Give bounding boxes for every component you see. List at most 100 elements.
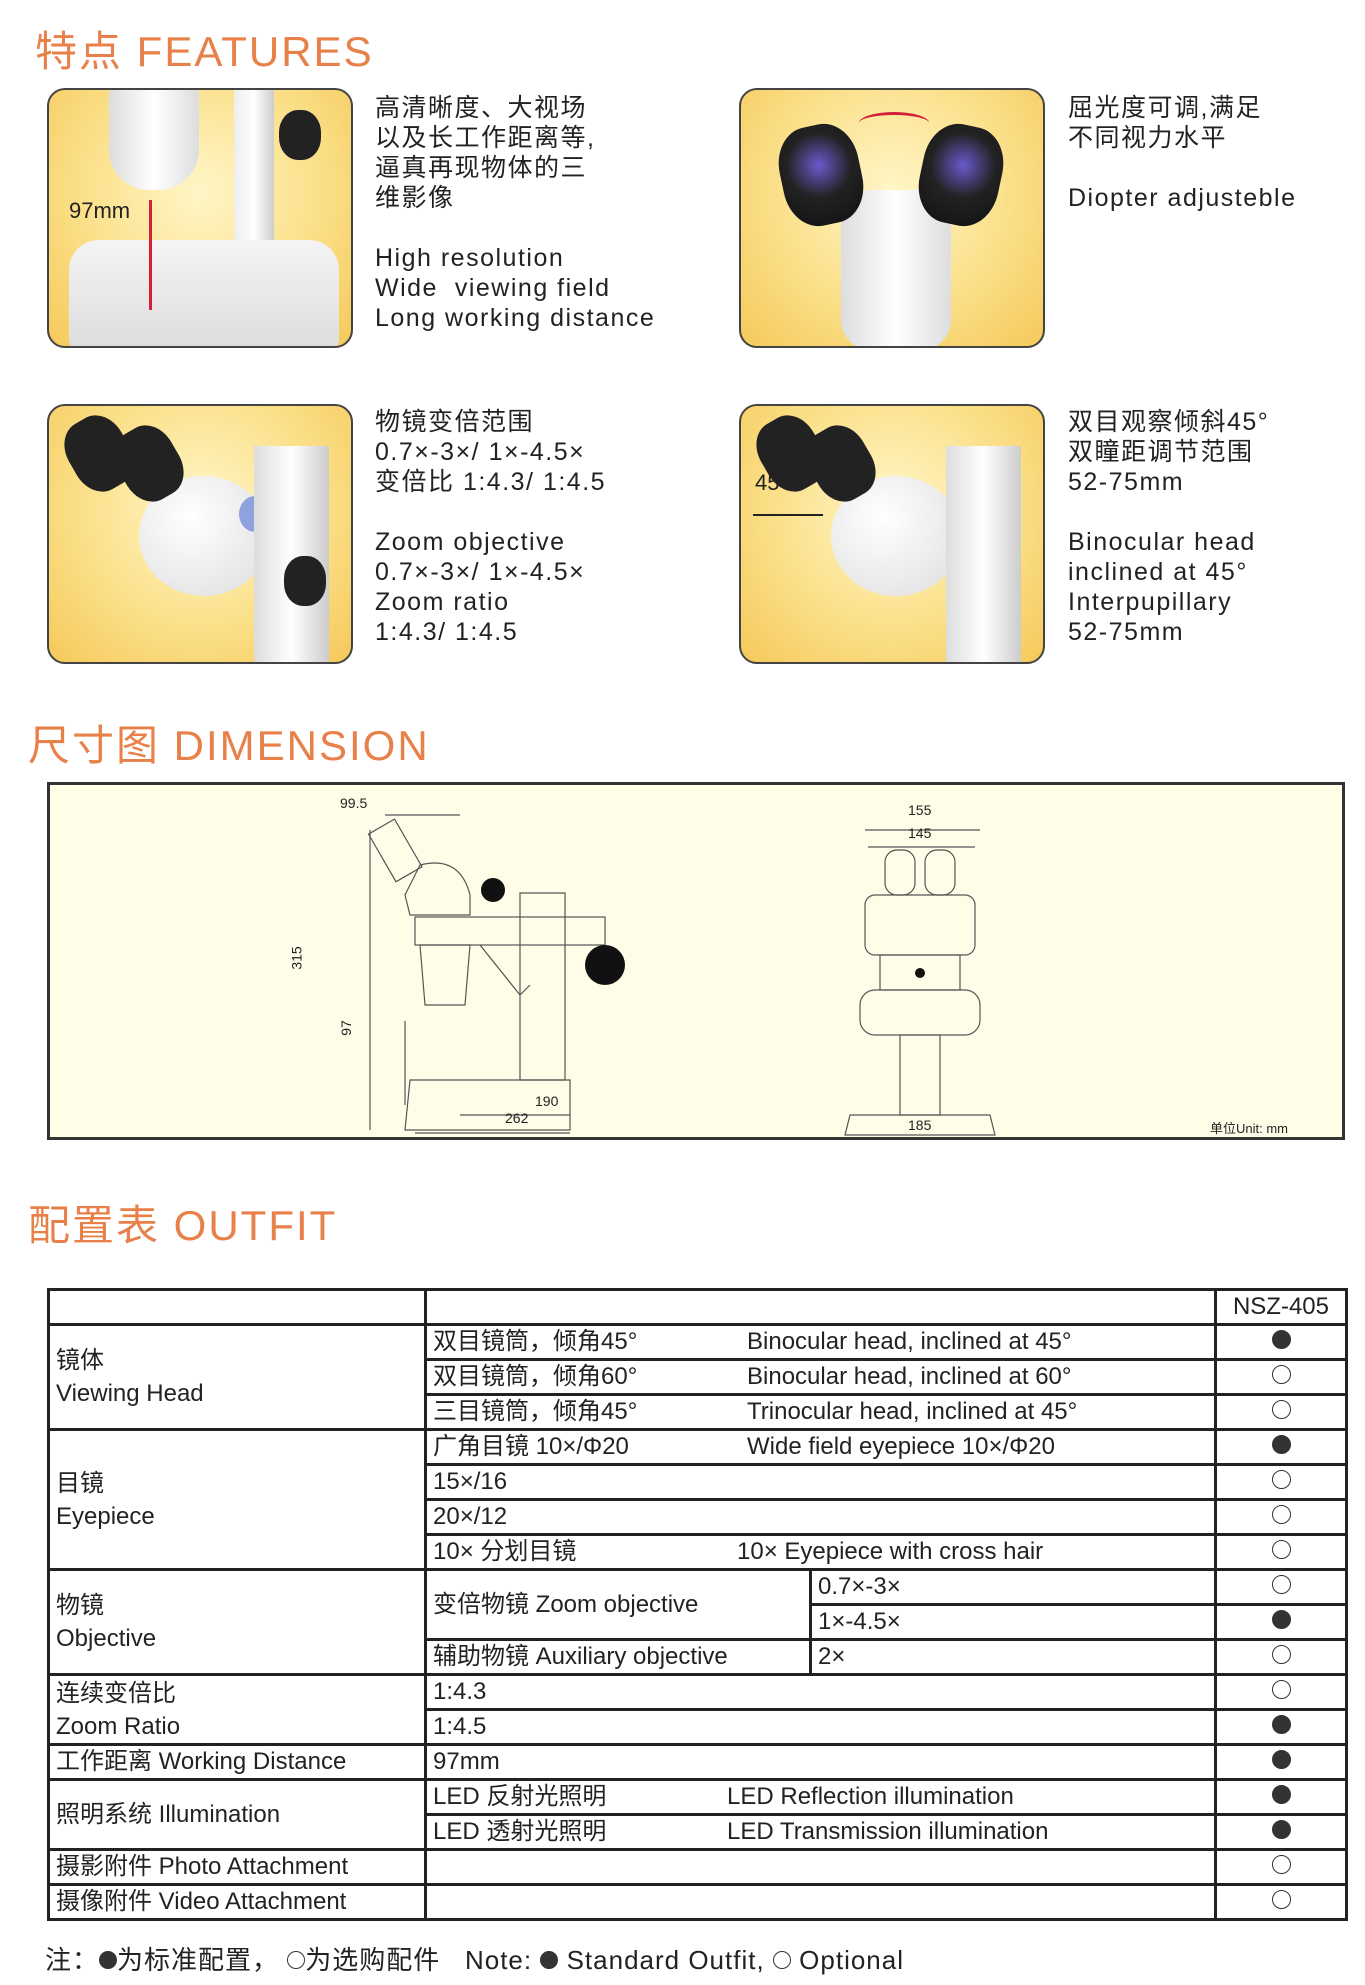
table-cell [1214,1463,1348,1501]
table-cell [1214,1743,1348,1781]
table-row: 1×-4.5× [49,1603,1348,1641]
status-dot [1271,1330,1291,1349]
dimension-svg [367,814,996,1136]
status-dot [1271,1365,1291,1384]
features-title: 特点 FEATURES [35,28,374,75]
dim-front-inner: 145 [908,825,932,841]
dim-side-height: 315 [288,946,305,970]
optional-circle-icon [287,1951,306,1969]
status-dot [1271,1820,1291,1839]
table-cell [47,1288,427,1326]
table-cell [1214,1778,1348,1816]
status-dot [1271,1610,1291,1629]
stand-pillar [254,446,329,662]
stand-pillar [946,446,1021,662]
outfit-title: 配置表 OUTFIT [28,1202,338,1249]
table-cell [1214,1638,1348,1676]
table-cell: 三目镜筒，倾角45°Trinocular head, inclined at 4… [424,1393,1217,1431]
feature-image-incline: 45° [739,404,1045,664]
dim-working-distance: 97 [337,1020,354,1036]
table-cell [1214,1673,1348,1711]
table-cell: 1:4.5 [424,1708,1217,1746]
table-cell: 双目镜筒，倾角45°Binocular head, inclined at 45… [424,1323,1217,1361]
table-cell [1214,1533,1348,1571]
dim-base-inner: 190 [535,1093,559,1109]
table-cell: 摄影附件 Photo Attachment [47,1848,427,1886]
standard-dot-icon [540,1951,559,1969]
feature-text-3: 物镜变倍范围 0.7×-3×/ 1×-4.5× 变倍比 1:4.3/ 1:4.5… [375,408,607,646]
table-cell: 双目镜筒，倾角60°Binocular head, inclined at 60… [424,1358,1217,1396]
dim-base: 262 [505,1110,529,1126]
feature-image-working-distance: 97mm [47,88,353,348]
side-view-drawing [367,814,606,1134]
status-dot [1271,1890,1291,1909]
status-dot [1271,1715,1291,1734]
status-dot [1271,1435,1291,1454]
focus-knob [279,110,321,160]
table-cell: 20×/12 [424,1498,1217,1536]
status-dot [1271,1575,1291,1594]
table-row: 三目镜筒，倾角45°Trinocular head, inclined at 4… [49,1393,1348,1431]
table-cell: 0.7×-3× [809,1568,1217,1606]
status-dot [1271,1470,1291,1489]
standard-dot-icon [99,1951,118,1969]
feature-text-2: 屈光度可调,满足 不同视力水平 Diopter adjusteble [1068,94,1297,212]
table-cell: 1×-4.5× [809,1603,1217,1641]
table-cell [1214,1708,1348,1746]
status-dot [1271,1855,1291,1874]
working-distance-label: 97mm [69,198,131,223]
feature-text-4: 双目观察倾斜45° 双瞳距调节范围 52-75mm Binocular head… [1068,408,1270,646]
front-view-drawing [844,829,996,1136]
unit-label: 单位Unit: mm [1210,1121,1289,1136]
status-dot [1271,1540,1291,1559]
table-cell [424,1883,1217,1921]
table-cell: 97mm [424,1743,1217,1781]
status-dot [1271,1645,1291,1664]
table-row: 摄像附件 Video Attachment [47,1883,1348,1921]
angle-baseline [753,514,823,516]
legend-note: 注：为标准配置， 为选购配件 Note: Standard Outfit, Op… [45,1945,904,1975]
dim-side-top: 99.5 [340,795,368,811]
dimension-drawing: 99.5 315 97 190 262 155 145 185 单位Unit: … [47,782,1345,1140]
table-row: 20×/12 [49,1498,1348,1536]
table-cell: 2× [809,1638,1217,1676]
stand-base [69,240,339,346]
objective-shape [109,90,199,190]
table-cell [424,1848,1217,1886]
table-header-row: NSZ-405 [47,1288,1348,1326]
table-cell [1214,1498,1348,1536]
table-cell: 工作距离 Working Distance [47,1743,427,1781]
table-cell [1214,1603,1348,1641]
status-dot [1271,1785,1291,1804]
status-dot [1271,1400,1291,1419]
feature-image-diopter [739,88,1045,348]
dim-front-outer: 155 [908,802,932,818]
table-cell: 15×/16 [424,1463,1217,1501]
table-row: 双目镜筒，倾角60°Binocular head, inclined at 60… [49,1358,1348,1396]
group-illumination: 照明系统 Illumination [47,1778,427,1851]
table-cell [1214,1428,1348,1466]
table-row: 1:4.5 [49,1708,1348,1746]
status-dot [1271,1750,1291,1769]
dim-front-base: 185 [908,1117,932,1133]
feature-text-1: 高清晰度、大视场 以及长工作距离等, 逼真再现物体的三 维影像 High res… [375,94,656,332]
distance-arrow [149,200,152,310]
status-dot [1271,1505,1291,1524]
table-cell: 摄像附件 Video Attachment [47,1883,427,1921]
optional-circle-icon [772,1951,791,1969]
table-cell [424,1288,1217,1326]
